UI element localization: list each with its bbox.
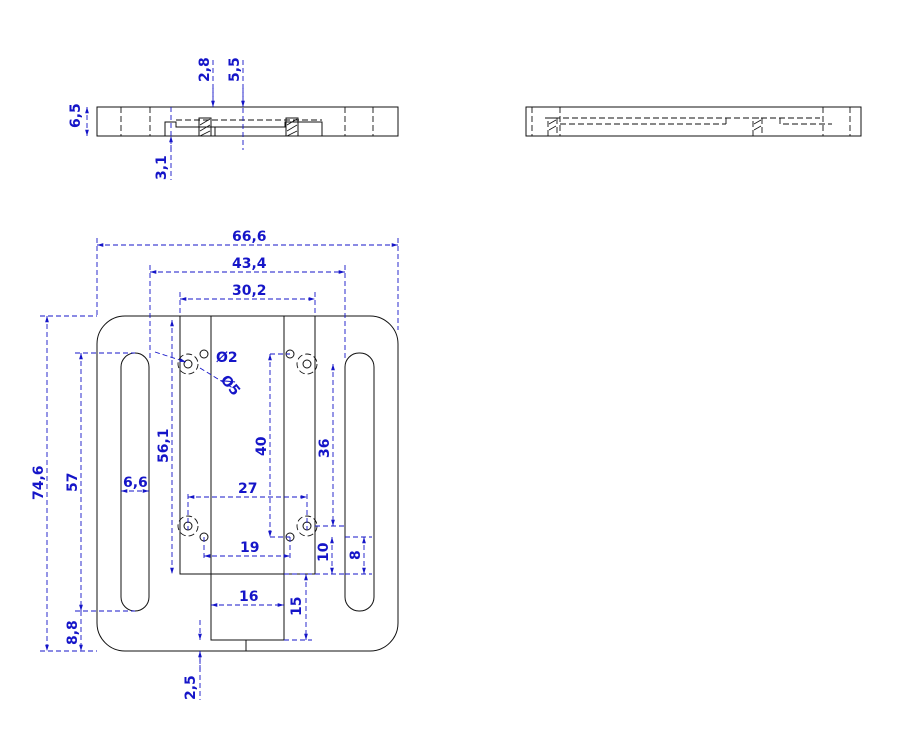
dim-tab-width: 16 <box>239 589 258 605</box>
dim-offset-right: 36 <box>317 439 333 458</box>
dim-bottom-margin: 8,8 <box>65 620 81 645</box>
dim-rail-hole-span: 56,1 <box>156 428 172 463</box>
dim-side-step: 3,1 <box>154 155 170 180</box>
dim-pocket-depth: 5,5 <box>227 57 243 82</box>
dim-bottom-offset-10: 10 <box>316 542 332 562</box>
dim-inner-rail-span: 30,2 <box>232 283 267 299</box>
side-view-right <box>525 106 862 137</box>
dim-slot-depth: 2,8 <box>197 57 213 82</box>
side-view-left: 6,5 2,8 5,5 3,1 <box>68 57 399 180</box>
dim-inner-hole-span: 19 <box>240 540 259 556</box>
dim-hole-pitch-h: 27 <box>238 481 257 497</box>
front-dimensions: 66,6 43,4 30,2 Ø2 Ø5 74,6 57 8,8 6,6 <box>31 229 399 700</box>
dim-slot-width: 6,6 <box>123 475 148 491</box>
dim-side-height: 6,5 <box>68 103 84 128</box>
dim-tab-height: 15 <box>289 597 305 616</box>
dim-hole-pitch-v: 40 <box>254 436 270 456</box>
dim-overall-width: 66,6 <box>232 229 267 245</box>
dim-slot-length: 57 <box>65 473 81 492</box>
dim-overall-height: 74,6 <box>31 465 47 500</box>
dim-hole-dia: Ø2 <box>216 350 238 366</box>
dim-tab-offset: 2,5 <box>183 675 199 700</box>
dim-outer-slot-span: 43,4 <box>232 256 267 272</box>
dim-counterbore-dia: Ø5 <box>217 372 243 399</box>
dim-bottom-offset-8: 8 <box>348 550 364 560</box>
